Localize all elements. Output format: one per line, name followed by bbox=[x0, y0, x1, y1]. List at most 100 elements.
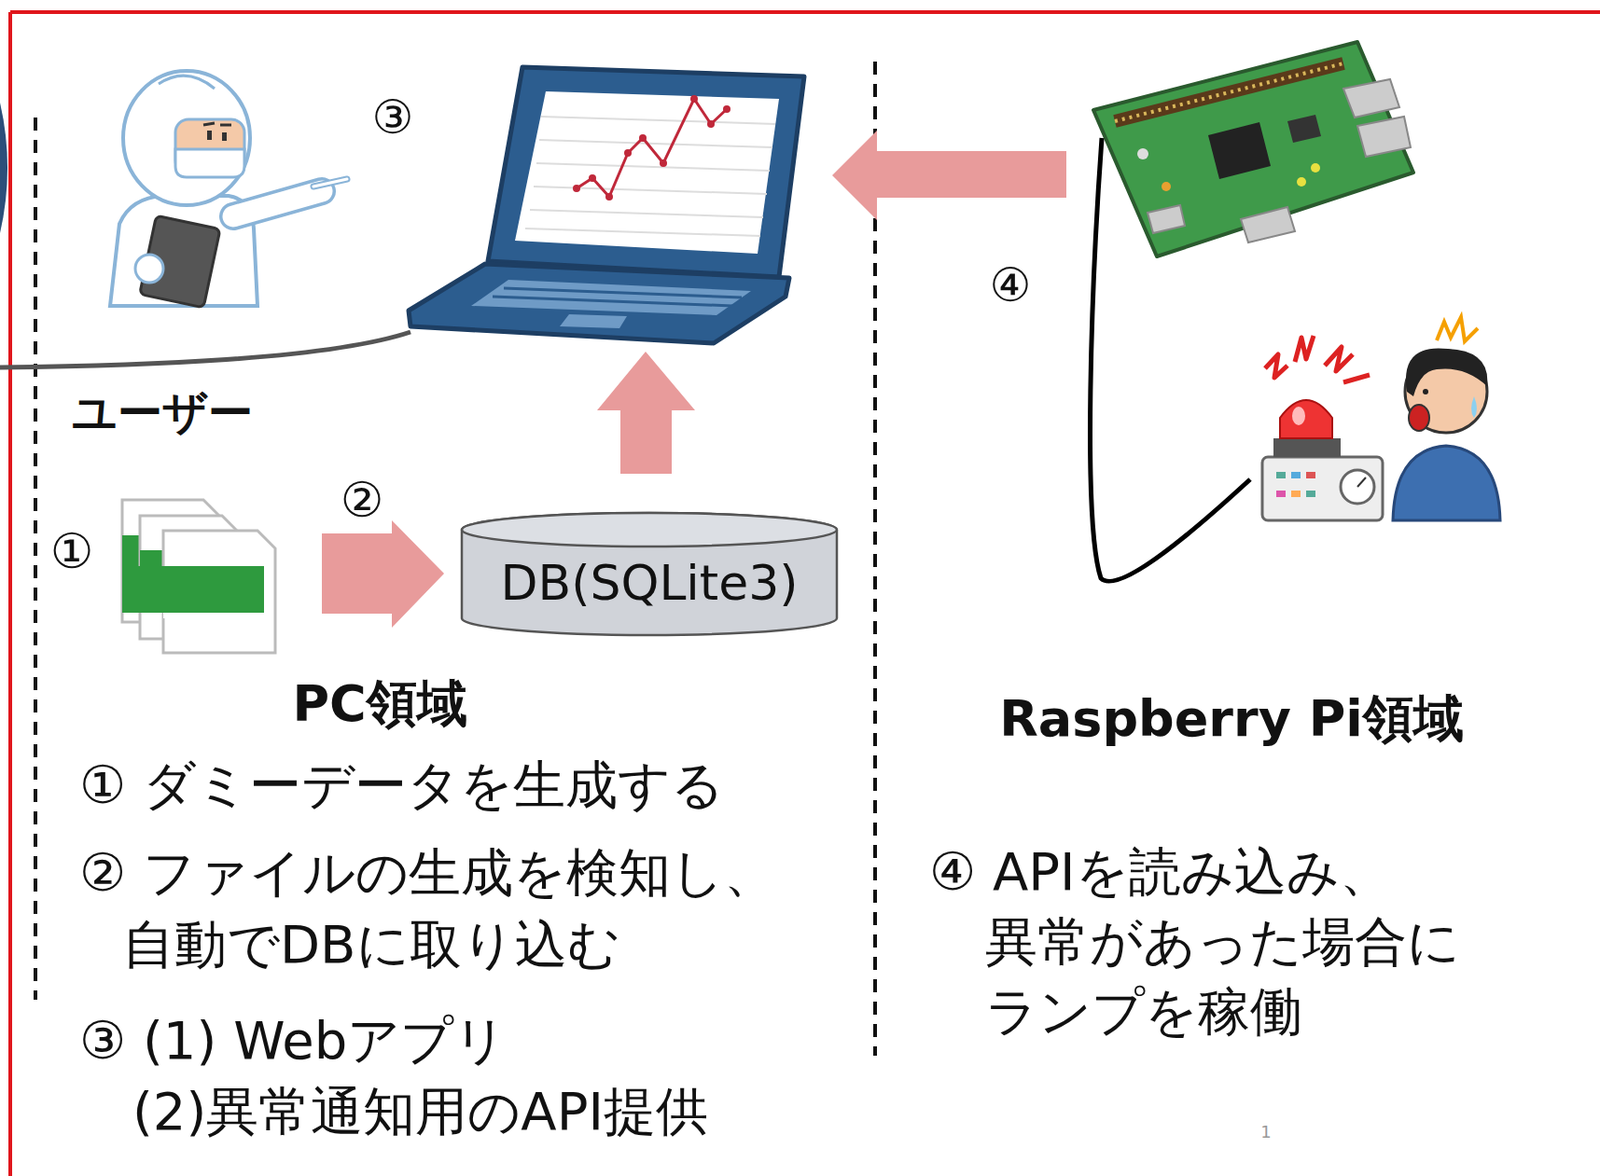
alarm-lamp bbox=[1306, 490, 1316, 498]
database-cylinder: DB(SQLite3) bbox=[459, 510, 840, 639]
worker-figure bbox=[203, 123, 232, 126]
role-label: ユーザー bbox=[71, 386, 253, 441]
worker-figure bbox=[123, 70, 251, 206]
alarm-lamp bbox=[1306, 472, 1316, 479]
laptop bbox=[492, 288, 742, 307]
alarm-lamp bbox=[1262, 457, 1383, 521]
edge-device bbox=[0, 102, 8, 234]
surprised-person bbox=[1405, 347, 1488, 397]
data-files bbox=[163, 612, 169, 619]
alarm-lamp bbox=[1291, 490, 1301, 498]
laptop bbox=[605, 193, 613, 201]
laptop bbox=[659, 159, 668, 167]
alarm-lamp bbox=[1265, 335, 1370, 383]
alarm-lamp bbox=[1273, 438, 1341, 458]
raspberry-pi bbox=[1137, 148, 1149, 160]
laptop bbox=[487, 67, 805, 278]
callout-number: ④ bbox=[989, 257, 1032, 314]
laptop bbox=[408, 67, 805, 344]
frame-border bbox=[10, 12, 1600, 1176]
worker-figure bbox=[110, 70, 348, 308]
laptop bbox=[572, 184, 581, 193]
raspberry-pi bbox=[1296, 177, 1307, 187]
worker-figure bbox=[233, 191, 322, 217]
laptop bbox=[707, 120, 715, 128]
laptop bbox=[471, 279, 752, 316]
step-description: ③ (1) Webアプリ bbox=[79, 1009, 507, 1072]
alarm-lamp bbox=[1340, 470, 1375, 504]
data-files bbox=[122, 500, 276, 654]
worker-figure bbox=[158, 75, 215, 89]
laptop bbox=[639, 134, 647, 142]
alarm-lamp bbox=[1262, 335, 1383, 521]
signal-wire bbox=[1090, 138, 1251, 582]
flow-arrow bbox=[832, 130, 1067, 221]
laptop bbox=[525, 116, 776, 237]
node-text: DB(SQLite3) bbox=[500, 556, 798, 613]
raspberry-pi bbox=[1093, 41, 1414, 257]
alarm-lamp bbox=[1292, 406, 1306, 426]
surprised-person bbox=[1471, 396, 1477, 418]
raspberry-pi bbox=[1343, 79, 1400, 118]
worker-figure bbox=[135, 254, 164, 283]
laptop bbox=[723, 105, 731, 113]
worker-figure bbox=[222, 132, 227, 141]
database-outline bbox=[461, 513, 837, 636]
laptop bbox=[572, 95, 731, 201]
callout-number: ① bbox=[50, 522, 95, 581]
alarm-lamp bbox=[1357, 477, 1366, 487]
database-outline bbox=[461, 513, 837, 547]
worker-figure bbox=[207, 130, 212, 140]
frame-border bbox=[8, 12, 13, 1176]
step-description: ① ダミーデータを生成する bbox=[79, 753, 724, 817]
callout-number: ② bbox=[340, 471, 385, 529]
region-title: PC領域 bbox=[292, 674, 467, 736]
raspberry-pi bbox=[1310, 163, 1321, 173]
step-description: ② ファイルの生成を検知し、 自動でDBに取り込む bbox=[79, 836, 869, 981]
surprised-person bbox=[1422, 389, 1429, 395]
raspberry-pi bbox=[1240, 207, 1295, 243]
worker-figure bbox=[233, 191, 322, 217]
alarm-lamp bbox=[1276, 472, 1286, 479]
data-files bbox=[122, 566, 265, 613]
flow-arrow bbox=[321, 520, 445, 628]
raspberry-pi bbox=[1208, 122, 1271, 180]
cable bbox=[0, 332, 411, 368]
raspberry-pi bbox=[1093, 41, 1414, 257]
raspberry-pi bbox=[1114, 63, 1344, 122]
step-description: (2)異常通知用のAPI提供 bbox=[132, 1080, 709, 1143]
step-description: ④ APIを読み込み、 異常があった場合に ランプを稼働 bbox=[929, 836, 1508, 1047]
surprised-person bbox=[1408, 404, 1430, 432]
surprised-person bbox=[1392, 317, 1501, 521]
raspberry-pi bbox=[1287, 114, 1322, 143]
flow-arrow bbox=[597, 351, 696, 474]
alarm-lamp bbox=[1280, 400, 1333, 439]
edge-device bbox=[0, 102, 8, 234]
laptop bbox=[576, 98, 727, 197]
raspberry-pi bbox=[1161, 181, 1171, 192]
surprised-person bbox=[1392, 445, 1501, 521]
surprised-person bbox=[1436, 317, 1478, 342]
region-divider bbox=[33, 117, 38, 1001]
callout-number: ③ bbox=[372, 89, 415, 146]
region-title: Raspberry Pi領域 bbox=[999, 689, 1463, 751]
region-divider bbox=[35, 61, 876, 1057]
page-number: 1 bbox=[1260, 1122, 1271, 1143]
raspberry-pi bbox=[1147, 205, 1185, 234]
laptop bbox=[514, 91, 780, 254]
worker-figure bbox=[313, 179, 348, 187]
laptop bbox=[624, 149, 632, 157]
alarm-lamp bbox=[1291, 472, 1301, 479]
laptop bbox=[408, 264, 790, 344]
frame-border bbox=[10, 10, 1600, 14]
worker-figure bbox=[313, 179, 348, 187]
laptop bbox=[588, 174, 597, 182]
worker-figure bbox=[175, 149, 245, 178]
laptop bbox=[559, 314, 627, 329]
raspberry-pi bbox=[1114, 63, 1344, 122]
alarm-lamp bbox=[1276, 490, 1286, 498]
signal-wire bbox=[1090, 138, 1251, 582]
raspberry-pi bbox=[1357, 116, 1411, 157]
cable bbox=[0, 332, 411, 368]
